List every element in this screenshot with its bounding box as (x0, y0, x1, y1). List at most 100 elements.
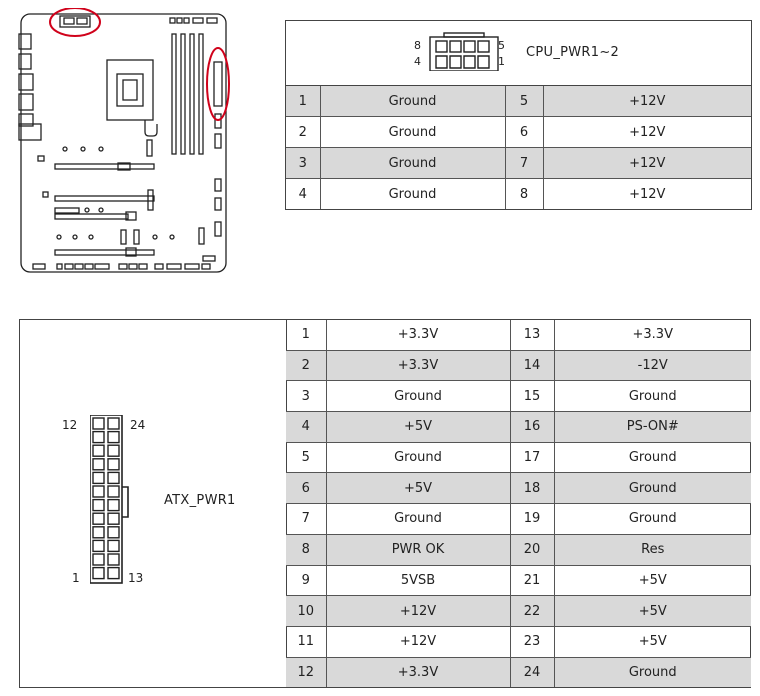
atx-pin-icon (92, 539, 105, 553)
atx-pin-icon (107, 417, 120, 430)
cpu-pin-number: 5 (504, 86, 544, 117)
atx-pin-number: 20 (509, 533, 555, 566)
atx-pin-number: 9 (286, 564, 327, 597)
atx-signal-name: Res (553, 533, 751, 566)
atx-pin-icon (92, 498, 105, 512)
atx-pin-number: 3 (286, 380, 327, 413)
atx-signal-name: +5V (325, 472, 511, 505)
cpu-signal-name: Ground (319, 178, 506, 209)
atx-pin-number: 22 (509, 595, 555, 627)
atx-signal-name: Ground (553, 503, 751, 535)
atx-pin-icon (92, 553, 105, 566)
atx-signal-name: PWR OK (325, 533, 511, 566)
cpu-signal-name: +12V (542, 147, 751, 179)
atx-pin-icon (107, 526, 120, 539)
atx-pin-number: 19 (509, 503, 555, 535)
atx-pin-number: 7 (286, 503, 327, 535)
atx-pin-number: 5 (286, 441, 327, 474)
atx-signal-name: Ground (553, 441, 751, 474)
atx-pin-icon (92, 485, 105, 498)
atx-pin-icon (107, 512, 120, 525)
atx-connector-panel: 12 24 ATX_PWR1 1 13 (20, 320, 287, 687)
cpu-pin-label-bottom-left: 4 (414, 55, 421, 68)
atx-pin-number: 1 (286, 320, 327, 351)
cpu-signal-name: +12V (542, 116, 751, 148)
atx-pin-number: 11 (286, 625, 327, 658)
atx-pin-icon (107, 553, 120, 566)
atx-signal-name: Ground (553, 656, 751, 688)
atx-pin-number: 2 (286, 349, 327, 382)
atx-signal-name: Ground (553, 380, 751, 413)
cpu-signal-name: +12V (542, 178, 751, 209)
motherboard-diagram (15, 7, 235, 280)
atx-pin-label-top-left: 12 (62, 418, 78, 432)
cpu-pin-label-top-right: 5 (498, 39, 505, 52)
atx-pin-icon (92, 512, 105, 525)
atx-pin-label-bottom-left: 1 (72, 571, 80, 585)
atx-pin-icon (107, 458, 120, 471)
atx-pin-number: 18 (509, 472, 555, 505)
cpu-pin-number: 7 (504, 147, 544, 179)
atx-signal-name: +3.3V (325, 349, 511, 382)
atx-pin-icon (107, 430, 120, 444)
atx-pin-label-bottom-right: 13 (128, 571, 144, 585)
cpu-pin-number: 6 (504, 116, 544, 148)
atx-pin-icon (92, 526, 105, 539)
atx-pin-number: 14 (509, 349, 555, 382)
atx-pin-label-top-right: 24 (130, 418, 146, 432)
cpu-signal-name: Ground (319, 147, 506, 179)
atx-signal-name: 5VSB (325, 564, 511, 597)
atx-pin-icon (107, 485, 120, 498)
cpu-signal-name: +12V (542, 86, 751, 117)
atx-pin-number: 23 (509, 625, 555, 658)
atx-pin-icon (92, 444, 105, 457)
atx-pin-icon (92, 430, 105, 444)
atx-signal-name: +12V (325, 625, 511, 658)
atx-pin-number: 24 (509, 656, 555, 688)
cpu-pin-number: 3 (286, 147, 321, 179)
cpu-pin-number: 8 (504, 178, 544, 209)
atx-signal-name: Ground (325, 503, 511, 535)
atx-pin-number: 21 (509, 564, 555, 597)
atx-pin-number: 16 (509, 411, 555, 443)
atx-pin-icon (107, 444, 120, 457)
atx-signal-name: +3.3V (325, 320, 511, 351)
atx-pin-number: 15 (509, 380, 555, 413)
atx-signal-name: Ground (553, 472, 751, 505)
atx-signal-name: +12V (325, 595, 511, 627)
atx-pin-number: 13 (509, 320, 555, 351)
atx-pin-icon (107, 566, 120, 580)
atx-signal-name: +5V (553, 564, 751, 597)
cpu-power-header: 8 4 5 1 CPU_PWR1~2 (286, 21, 751, 86)
cpu-signal-name: Ground (319, 116, 506, 148)
atx-pin-number: 17 (509, 441, 555, 474)
atx-pin-number: 6 (286, 472, 327, 505)
atx-signal-name: +5V (553, 595, 751, 627)
atx-pin-icon (92, 458, 105, 471)
atx-pin-icon (92, 417, 105, 430)
atx-pin-icon (107, 498, 120, 512)
atx-signal-name: +5V (325, 411, 511, 443)
atx-signal-name: +5V (553, 625, 751, 658)
atx-signal-name: +3.3V (325, 656, 511, 688)
atx-pin-icon (92, 566, 105, 580)
atx-signal-name: PS-ON# (553, 411, 751, 443)
motherboard-outline-icon (18, 7, 230, 273)
cpu-8pin-connector-icon (429, 32, 499, 71)
atx-signal-name: +3.3V (553, 320, 751, 351)
